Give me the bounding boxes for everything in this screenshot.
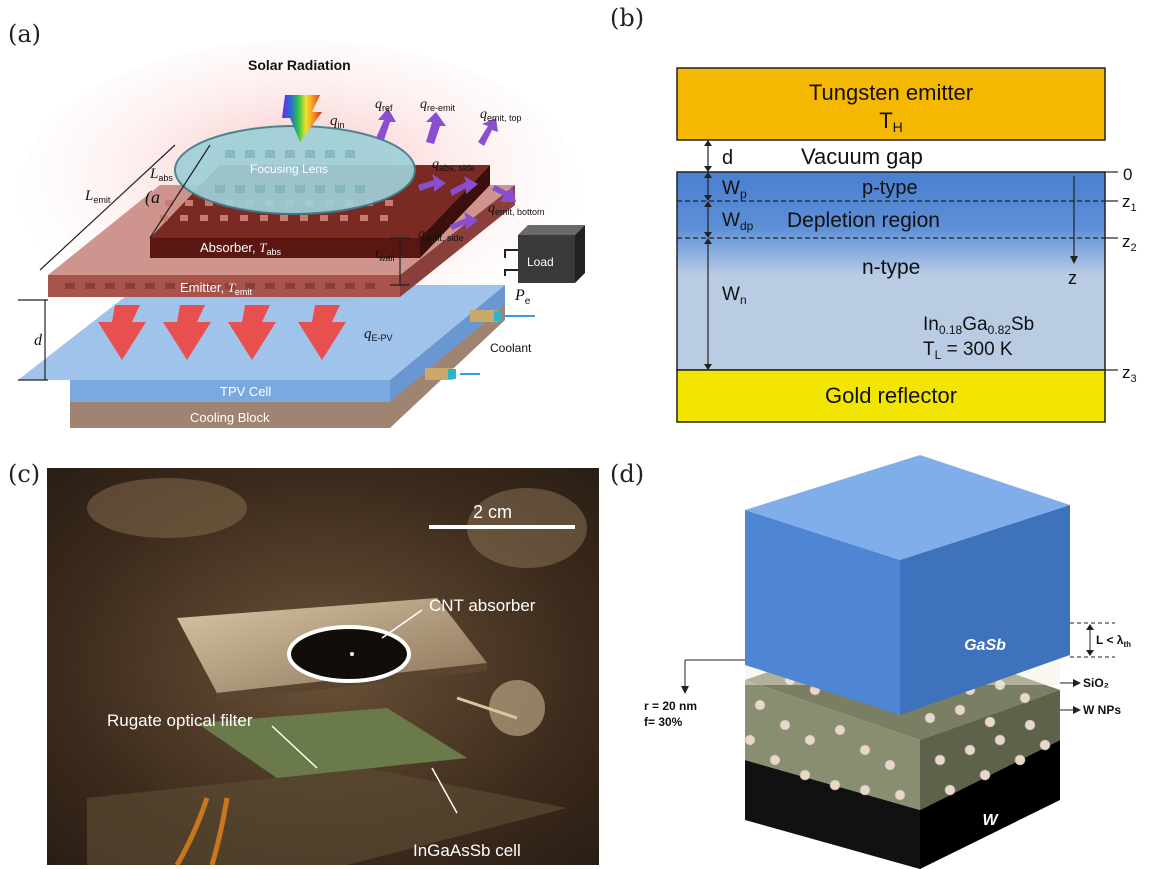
panel-label-c: (c) bbox=[8, 460, 41, 488]
l-abs-label: Labs bbox=[149, 166, 173, 183]
load-label: Load bbox=[527, 255, 554, 269]
lens-label: Focusing Lens bbox=[250, 162, 328, 176]
cooling-label: Cooling Block bbox=[190, 410, 270, 425]
z2-label: z2 bbox=[1122, 232, 1137, 254]
vacuum-label: Vacuum gap bbox=[801, 144, 923, 169]
filter-chip bbox=[197, 708, 467, 778]
ptype-label: p-type bbox=[862, 177, 918, 199]
radius-label: r = 20 nm bbox=[644, 699, 697, 713]
depletion-label: Depletion region bbox=[787, 209, 940, 232]
w-label: W bbox=[982, 812, 999, 829]
gap-d-label: d bbox=[722, 147, 733, 169]
th-label: TH bbox=[879, 108, 903, 135]
wdp-label: Wdp bbox=[722, 210, 754, 233]
solar-title: Solar Radiation bbox=[248, 57, 351, 73]
lgap-label: L < λth bbox=[1096, 633, 1131, 649]
tpv-label: TPV Cell bbox=[220, 384, 271, 399]
panel-d-diagram: GaSb W L < λth SiO₂ W NPs r = 20 nm f= 3… bbox=[644, 455, 1131, 869]
q-epv-label: qE-PV bbox=[364, 326, 393, 343]
z0-label: 0 bbox=[1123, 165, 1132, 184]
inner-a-label: (a bbox=[145, 187, 160, 208]
panel-label-b: (b) bbox=[610, 4, 645, 32]
cnt-absorber-disk bbox=[287, 625, 411, 683]
panel-a-diagram: Solar Radiation Focusing Lens (a Absorbe… bbox=[18, 40, 585, 428]
tungsten-emitter bbox=[676, 67, 1106, 141]
q-in-label: qin bbox=[330, 113, 345, 130]
gasb-front bbox=[745, 510, 900, 715]
semiconductor-stack bbox=[676, 171, 1106, 371]
panel-c-photo: 2 cm CNT absorber Rugate optical filter … bbox=[47, 468, 599, 865]
ntype-label: n-type bbox=[862, 256, 920, 279]
cell-label: InGaAsSb cell bbox=[413, 841, 521, 860]
panel-label-a: (a) bbox=[8, 20, 42, 48]
scale-label: 2 cm bbox=[473, 502, 512, 522]
q-emit-top-label: qemit, top bbox=[480, 107, 522, 123]
cnt-label: CNT absorber bbox=[429, 596, 536, 615]
epv-arrows bbox=[98, 305, 346, 360]
q-abs-side-label: qabs, side bbox=[432, 157, 475, 173]
t-wall-label: twall bbox=[375, 247, 394, 263]
temperature-label: TL = 300 K bbox=[923, 339, 1013, 362]
z-axis-label: z bbox=[1068, 268, 1077, 288]
load-box bbox=[518, 225, 585, 235]
pe-label: Pe bbox=[514, 287, 531, 307]
outgoing-arrows bbox=[376, 108, 516, 230]
coolant-label: Coolant bbox=[490, 341, 532, 355]
gasb-label: GaSb bbox=[964, 637, 1006, 654]
wp-label: Wp bbox=[722, 178, 747, 201]
q-reemit-label: qre-emit bbox=[420, 97, 456, 113]
absorber-label: Absorber, Tabs bbox=[200, 240, 282, 257]
panel-label-d: (d) bbox=[610, 460, 645, 488]
emitter-pattern bbox=[65, 283, 375, 289]
z3-label: z3 bbox=[1122, 363, 1137, 385]
fraction-label: f= 30% bbox=[644, 715, 683, 729]
z1-label: z1 bbox=[1122, 192, 1137, 214]
material-label: In0.18Ga0.82Sb bbox=[923, 314, 1034, 337]
w-substrate bbox=[745, 760, 920, 869]
sio2-label: SiO₂ bbox=[1083, 676, 1109, 690]
panel-b-diagram: Tungsten emitter TH d Vacuum gap p-type … bbox=[676, 67, 1137, 423]
emitter-label: Emitter, Temit bbox=[180, 280, 252, 297]
solar-arrow bbox=[282, 95, 322, 142]
wnps-label: W NPs bbox=[1083, 703, 1121, 717]
d-label: d bbox=[34, 332, 43, 349]
gold-reflector bbox=[676, 369, 1106, 423]
rugate-label: Rugate optical filter bbox=[107, 711, 253, 730]
gold-label: Gold reflector bbox=[825, 383, 957, 408]
gasb-top bbox=[745, 455, 1070, 560]
l-emit-label: Lemit bbox=[84, 188, 111, 205]
q-emit-bottom-label: qemit, bottom bbox=[488, 201, 545, 217]
q-ref-label: qref bbox=[375, 97, 393, 113]
wn-label: Wn bbox=[722, 284, 747, 307]
tungsten-label: Tungsten emitter bbox=[809, 80, 973, 105]
q-emit-side-label: qemit, side bbox=[418, 227, 464, 243]
